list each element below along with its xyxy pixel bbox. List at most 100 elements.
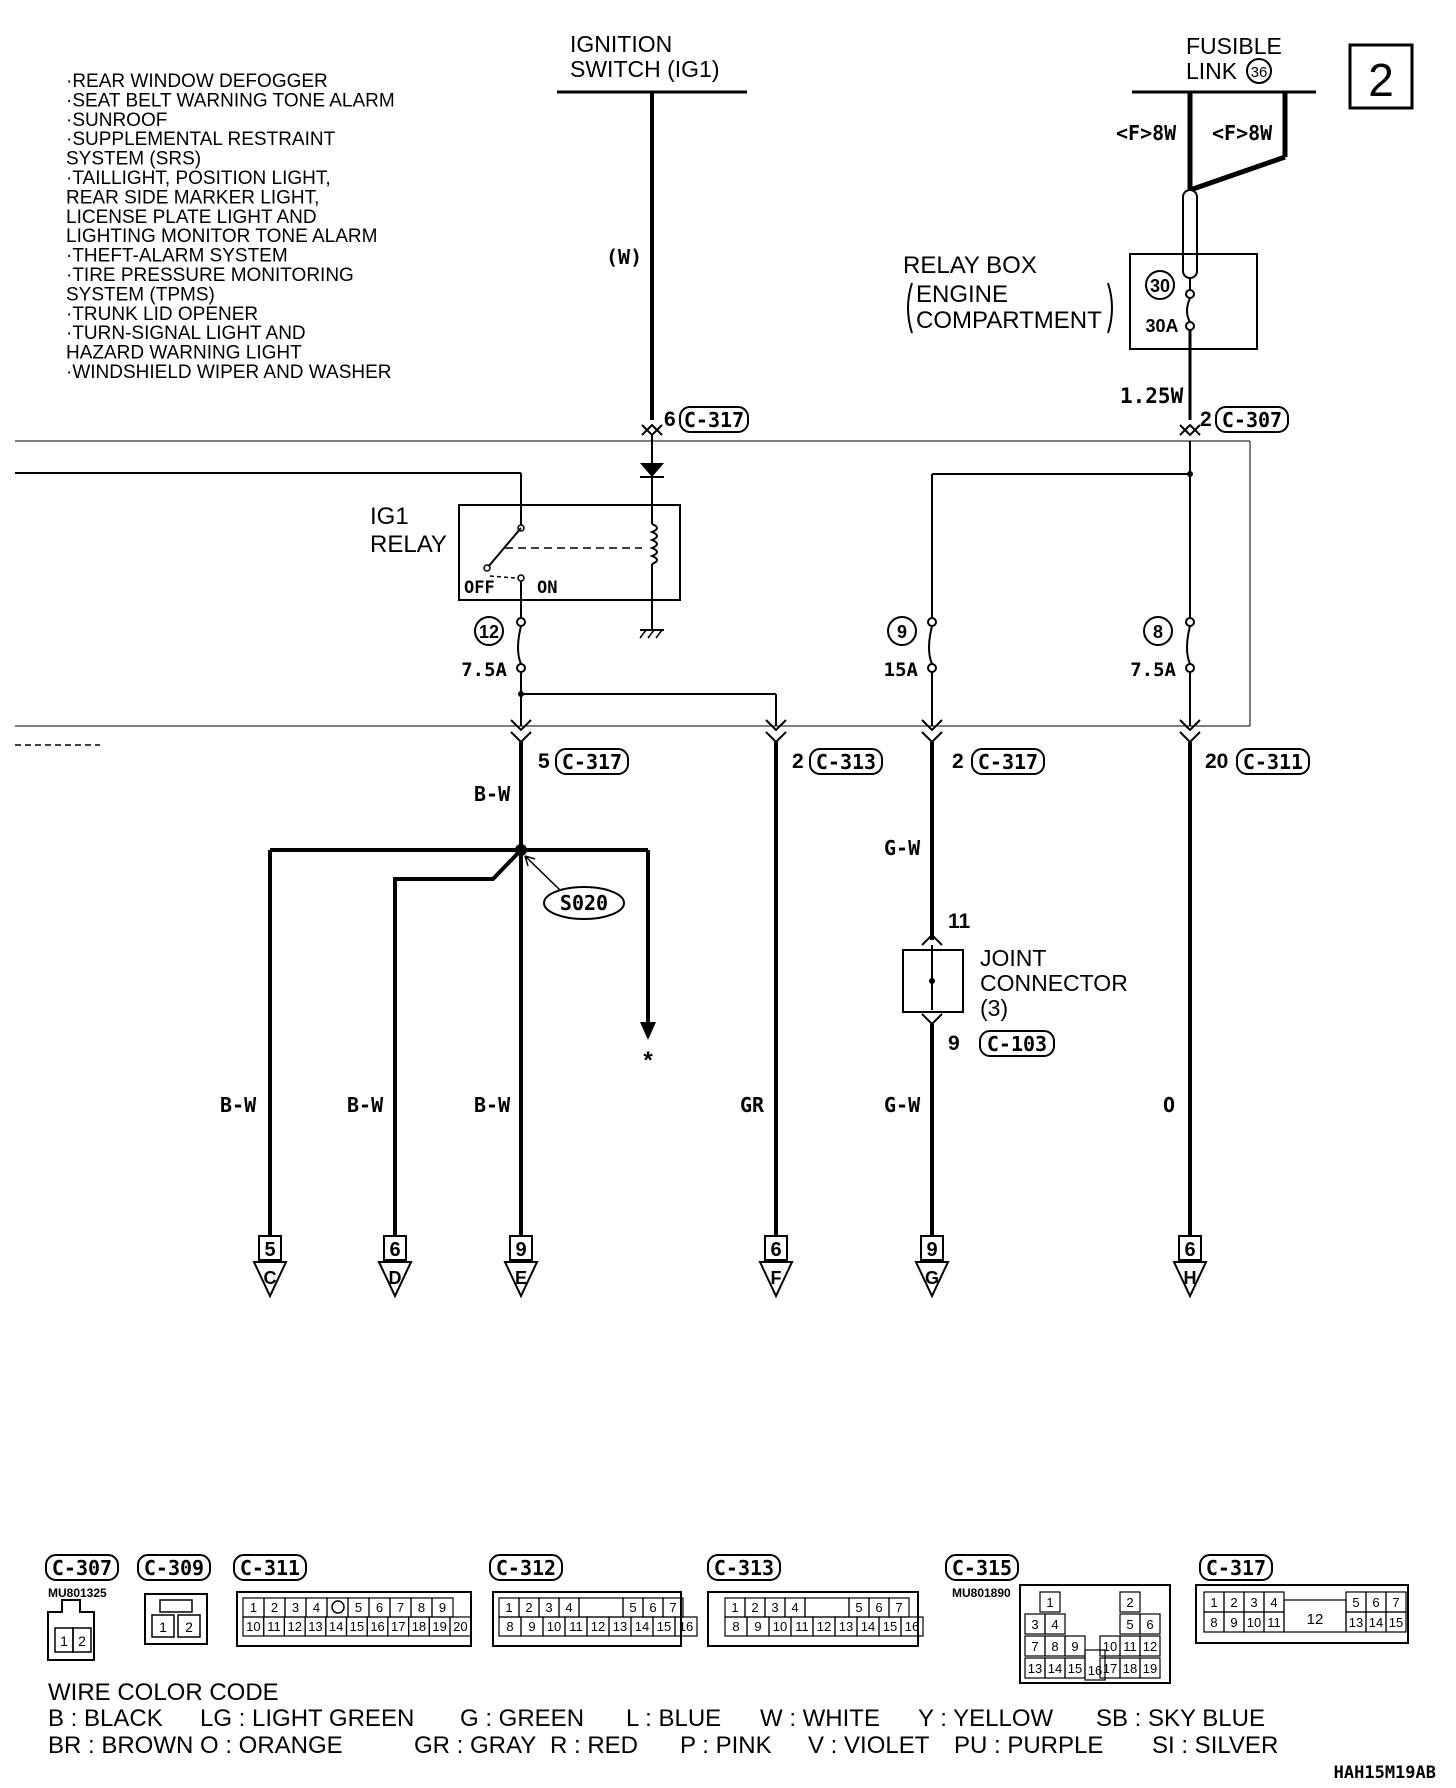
terminal-letter: H — [1184, 1268, 1197, 1288]
connector-c311-pin20: 20 C-311 — [1205, 748, 1310, 775]
svg-text:19: 19 — [1143, 1661, 1157, 1676]
svg-text:3: 3 — [771, 1600, 778, 1615]
svg-text:C-317: C-317 — [1206, 1556, 1266, 1580]
svg-text:17: 17 — [391, 1619, 405, 1634]
relay-box-label-2: ENGINE — [916, 281, 1008, 308]
svg-text:1: 1 — [731, 1600, 738, 1615]
wire-out-e: B-W — [474, 1093, 511, 1117]
svg-text:MU801890: MU801890 — [952, 1586, 1011, 1600]
page-number-box — [1348, 43, 1414, 110]
svg-text:14: 14 — [329, 1619, 343, 1634]
svg-text:2: 2 — [952, 750, 964, 773]
svg-text:4: 4 — [313, 1600, 320, 1615]
svg-text:6: 6 — [1372, 1595, 1379, 1610]
svg-text:18: 18 — [412, 1619, 426, 1634]
joint-pin-out: 9 — [948, 1032, 960, 1055]
svg-text:17: 17 — [1103, 1661, 1117, 1676]
svg-text:20: 20 — [1205, 750, 1228, 773]
fusible-wire-a: <F>8W — [1116, 121, 1177, 145]
svg-text:11: 11 — [1267, 1615, 1281, 1630]
svg-text:16: 16 — [370, 1619, 384, 1634]
wire-out-g: G-W — [884, 1093, 921, 1117]
svg-text:7: 7 — [397, 1600, 404, 1615]
svg-text:C-309: C-309 — [144, 1556, 204, 1580]
color-code-entry: V : VIOLET — [808, 1732, 930, 1759]
svg-text:12: 12 — [817, 1619, 831, 1634]
svg-text:3: 3 — [545, 1600, 552, 1615]
svg-text:C-317: C-317 — [978, 750, 1038, 774]
system-list-item: HAZARD WARNING LIGHT — [66, 343, 302, 364]
color-code-entry: P : PINK — [680, 1732, 772, 1759]
fuse-30-amp: 30A — [1145, 316, 1178, 336]
system-list-item: ·REAR WINDOW DEFOGGER — [66, 71, 328, 92]
svg-text:2: 2 — [185, 1619, 193, 1635]
terminal-number: 9 — [515, 1239, 526, 1261]
svg-text:7.5A: 7.5A — [1130, 659, 1176, 681]
svg-text:1: 1 — [505, 1600, 512, 1615]
svg-text:15: 15 — [883, 1619, 897, 1634]
splice-s020-ring — [543, 886, 625, 920]
svg-text:14: 14 — [635, 1619, 649, 1634]
svg-text:5: 5 — [855, 1600, 862, 1615]
svg-text:13: 13 — [1349, 1615, 1363, 1630]
svg-text:10: 10 — [773, 1619, 787, 1634]
terminal-number: 5 — [264, 1239, 275, 1261]
system-list-item: LIGHTING MONITOR TONE ALARM — [66, 226, 377, 247]
color-code-entry: W : WHITE — [760, 1705, 880, 1732]
svg-text:C-307: C-307 — [52, 1556, 112, 1580]
fuse-8: 8 7.5A — [1130, 616, 1177, 681]
terminal-letter: E — [515, 1268, 527, 1288]
svg-text:2: 2 — [525, 1600, 532, 1615]
ig1-relay-on: ON — [537, 578, 557, 598]
svg-text:12: 12 — [591, 1619, 605, 1634]
svg-text:10: 10 — [547, 1619, 561, 1634]
svg-text:8: 8 — [1051, 1639, 1058, 1654]
terminal-letter: G — [925, 1268, 939, 1288]
wire-out-c: B-W — [220, 1093, 257, 1117]
fuse-30-circle — [1145, 270, 1175, 300]
svg-text:1: 1 — [60, 1633, 68, 1649]
wire-1-25w: 1.25W — [1120, 384, 1184, 408]
color-code-entry: L : BLUE — [626, 1705, 721, 1732]
terminal-letter: C — [264, 1268, 277, 1288]
ig1-relay-label-2: RELAY — [370, 531, 447, 558]
svg-text:14: 14 — [861, 1619, 875, 1634]
svg-text:6: 6 — [649, 1600, 656, 1615]
svg-text:5: 5 — [538, 750, 550, 773]
ig1-relay-off: OFF — [464, 578, 495, 598]
svg-text:15: 15 — [1068, 1661, 1082, 1676]
svg-text:2: 2 — [271, 1600, 278, 1615]
connector-view-c307: C-307 MU801325 1 2 — [45, 1554, 119, 1661]
svg-text:3: 3 — [1031, 1617, 1038, 1632]
color-code-entry: PU : PURPLE — [954, 1732, 1103, 1759]
terminal-number: 9 — [926, 1239, 937, 1261]
terminal-c: 5C — [252, 1235, 288, 1299]
svg-text:10: 10 — [1247, 1615, 1261, 1630]
joint-label-3: (3) — [980, 995, 1008, 1021]
system-list-item: LICENSE PLATE LIGHT AND — [66, 207, 317, 228]
color-code-entry: G : GREEN — [460, 1705, 584, 1732]
svg-text:11: 11 — [795, 1619, 809, 1634]
svg-text:C-311: C-311 — [240, 1556, 300, 1580]
color-code-entry: R : RED — [550, 1732, 638, 1759]
system-list-item: SYSTEM (TPMS) — [66, 284, 215, 305]
joint-pin-in: 11 — [948, 910, 971, 933]
fusible-link-label-1: FUSIBLE — [1186, 33, 1282, 59]
system-list-item: ·SUPPLEMENTAL RESTRAINT — [66, 129, 336, 150]
color-code-entry: SB : SKY BLUE — [1096, 1705, 1265, 1732]
connector-c317-pin5: 5 C-317 — [538, 748, 629, 775]
page-number: 2 — [1368, 54, 1394, 106]
svg-text:14: 14 — [1048, 1661, 1062, 1676]
fusible-link-number: 36 — [1251, 64, 1268, 81]
svg-text:C-313: C-313 — [816, 750, 876, 774]
color-code-entry: LG : LIGHT GREEN — [200, 1705, 414, 1732]
system-list-item: ·WINDSHIELD WIPER AND WASHER — [66, 362, 392, 383]
wire-color-code-title: WIRE COLOR CODE — [48, 1679, 279, 1706]
wire-out-f: GR — [740, 1093, 765, 1117]
svg-text:12: 12 — [1143, 1639, 1157, 1654]
svg-text:C-312: C-312 — [496, 1556, 556, 1580]
system-list-item: REAR SIDE MARKER LIGHT, — [66, 187, 319, 208]
